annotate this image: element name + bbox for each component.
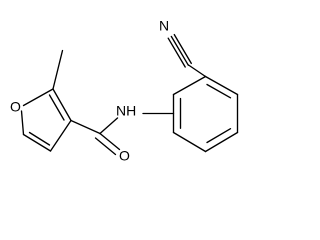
furan-c2-o-bond — [22, 88, 54, 107]
nh-to-carbonyl-bond — [99, 117, 119, 135]
benzene-bond-3 — [204, 131, 239, 153]
benzene-inner-double-1 — [206, 83, 232, 99]
benzene-bond-4 — [172, 131, 207, 153]
furan-o-c5-bond — [20, 110, 25, 136]
furan-c5-c4-inner-double — [28, 131, 51, 146]
furan-c5-c4-bond — [22, 133, 52, 152]
furan-c4-c3-bond — [49, 119, 72, 152]
atom-labels: N NH O O — [10, 18, 169, 164]
nitrile-triple-bond-1 — [167, 37, 186, 68]
amide-oxygen-label: O — [119, 148, 130, 164]
methyl-bond — [52, 49, 64, 90]
furan-c3-c2-bond — [52, 88, 72, 122]
nitrile-nitrogen-label: N — [159, 18, 169, 34]
furan-c2-c3-inner-double — [48, 94, 65, 121]
nitrile-triple-bond-3 — [173, 33, 192, 65]
benzene-inner-double-2 — [206, 128, 232, 144]
carbonyl-to-furan-bond — [70, 119, 101, 135]
nitrile-to-ring-bond — [187, 64, 207, 78]
amide-nh-label: NH — [116, 103, 136, 119]
carbonyl-double-bond-1 — [99, 132, 121, 151]
benzene-bond-1 — [204, 75, 239, 96]
furan-oxygen-label: O — [10, 99, 21, 115]
chemical-structure: N NH O O — [10, 17, 239, 164]
bonds — [20, 33, 239, 156]
carbonyl-double-bond-2 — [94, 137, 117, 156]
benzene-bond-6 — [172, 75, 207, 96]
nitrile-triple-bond-2 — [170, 35, 189, 66]
